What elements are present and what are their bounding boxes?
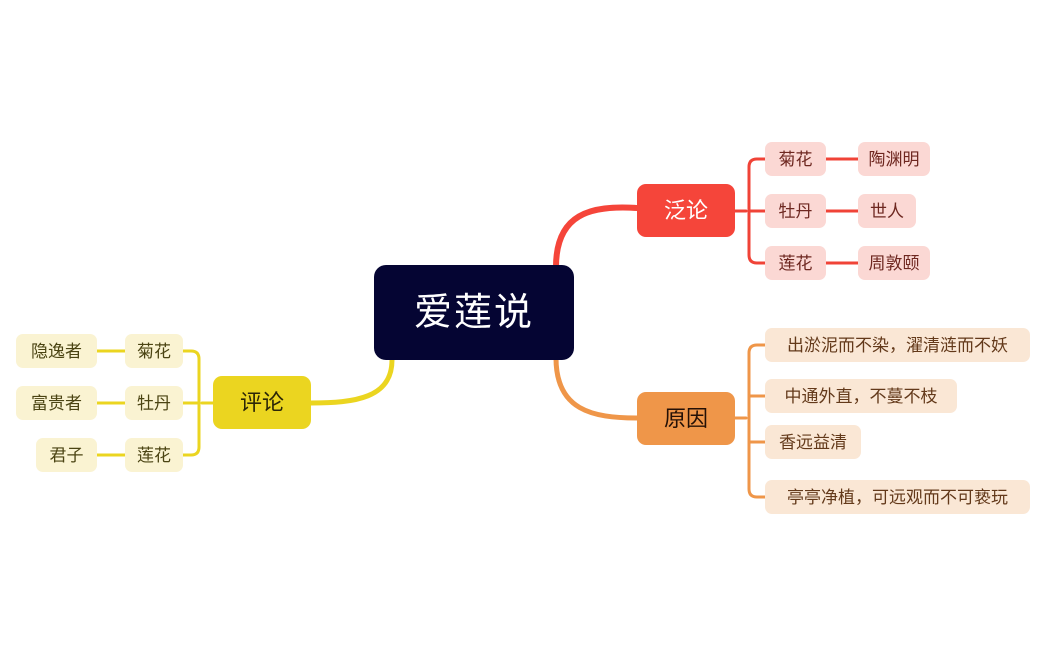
links-fanlun-details: [824, 157, 860, 265]
edge-root-fanlun: [553, 204, 640, 270]
bracket-fanlun: [733, 157, 767, 265]
topic-node-pinglun-label: 评论: [239, 389, 284, 415]
leaf-node-pinglun-2-label: 莲花: [137, 445, 171, 465]
detail-node-pinglun-1-label: 富贵者: [31, 393, 82, 413]
leaf-node-yuanyin-3[interactable]: 亭亭净植，可远观而不可亵玩: [765, 480, 1030, 514]
detail-node-pinglun-2-label: 君子: [49, 445, 84, 465]
detail-node-fanlun-1-label: 世人: [870, 201, 904, 221]
detail-node-pinglun-1[interactable]: 富贵者: [16, 386, 97, 420]
leaf-node-yuanyin-0-label: 出淤泥而不染，濯清涟而不妖: [787, 335, 1008, 355]
detail-node-pinglun-0[interactable]: 隐逸者: [16, 334, 97, 368]
root-node-label: 爱莲说: [413, 291, 534, 334]
topic-node-pinglun[interactable]: 评论: [213, 376, 311, 429]
detail-node-fanlun-0-label: 陶渊明: [868, 149, 920, 169]
detail-node-pinglun-0-label: 隐逸者: [31, 341, 82, 361]
detail-node-fanlun-2[interactable]: 周敦颐: [858, 246, 930, 280]
leaf-node-yuanyin-0[interactable]: 出淤泥而不染，濯清涟而不妖: [765, 328, 1030, 362]
detail-node-fanlun-0[interactable]: 陶渊明: [858, 142, 930, 176]
topic-node-fanlun-label: 泛论: [663, 197, 708, 223]
leaf-node-fanlun-1[interactable]: 牡丹: [765, 194, 826, 228]
leaf-node-fanlun-2[interactable]: 莲花: [765, 246, 826, 280]
bracket-pinglun: [181, 349, 215, 457]
leaf-node-pinglun-0[interactable]: 菊花: [125, 334, 183, 368]
detail-node-fanlun-2-label: 周敦颐: [868, 253, 920, 273]
leaf-node-fanlun-0-label: 菊花: [778, 149, 813, 169]
leaf-node-fanlun-1-label: 牡丹: [778, 201, 813, 221]
leaf-node-yuanyin-3-label: 亭亭净植，可远观而不可亵玩: [787, 487, 1008, 507]
leaf-node-yuanyin-2-label: 香远益清: [779, 432, 847, 452]
edge-root-pinglun: [308, 357, 395, 406]
topic-node-fanlun[interactable]: 泛论: [637, 184, 735, 237]
leaf-node-pinglun-0-label: 菊花: [137, 341, 171, 361]
leaf-node-fanlun-2-label: 莲花: [778, 253, 813, 273]
leaf-node-fanlun-0[interactable]: 菊花: [765, 142, 826, 176]
root-node[interactable]: 爱莲说: [374, 265, 574, 360]
leaf-node-pinglun-2[interactable]: 莲花: [125, 438, 183, 472]
leaf-node-yuanyin-2[interactable]: 香远益清: [765, 425, 861, 459]
detail-node-pinglun-2[interactable]: 君子: [36, 438, 97, 472]
leaf-node-yuanyin-1-label: 中通外直，不蔓不枝: [784, 386, 938, 406]
detail-node-fanlun-1[interactable]: 世人: [858, 194, 916, 228]
leaf-node-yuanyin-1[interactable]: 中通外直，不蔓不枝: [765, 379, 957, 413]
topic-node-yuanyin-label: 原因: [663, 405, 708, 431]
edge-root-yuanyin: [553, 355, 640, 421]
links-pinglun-details: [95, 349, 127, 457]
bracket-yuanyin: [733, 343, 767, 499]
leaf-node-pinglun-1[interactable]: 牡丹: [125, 386, 183, 420]
topic-node-yuanyin[interactable]: 原因: [637, 392, 735, 445]
leaf-node-pinglun-1-label: 牡丹: [137, 393, 171, 413]
